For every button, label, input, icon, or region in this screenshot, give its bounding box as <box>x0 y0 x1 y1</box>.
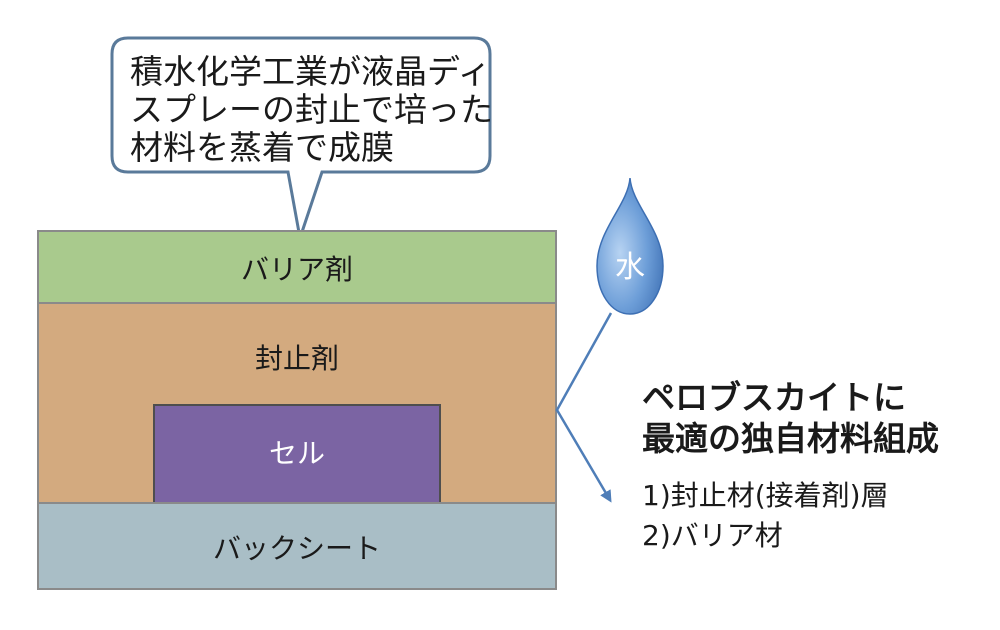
water-drop-icon: 水 <box>596 177 664 315</box>
callout-line-2: スプレーの封止で培った <box>130 90 493 129</box>
backsheet-layer <box>37 502 557 590</box>
water-drop-label: 水 <box>615 250 645 285</box>
callout-line-3: 材料を蒸着で成膜 <box>130 128 394 167</box>
barrier-layer <box>37 230 557 304</box>
backsheet-layer-label: バックシート <box>213 532 381 565</box>
note-item-2: 2)バリア材 <box>642 519 783 552</box>
material-note: ペロブスカイトに 最適の独自材料組成 1)封止材(接着剤)層 2)バリア材 <box>642 378 939 552</box>
water-path-arrow <box>555 312 613 503</box>
note-item-1: 1)封止材(接着剤)層 <box>642 479 889 512</box>
layer-stack: バリア剤 封止剤 セル バックシート <box>37 230 557 590</box>
sealant-layer-label: 封止剤 <box>255 342 339 375</box>
callout-line-1: 積水化学工業が液晶ディ <box>130 52 491 91</box>
barrier-layer-label: バリア剤 <box>241 253 353 286</box>
callout-bubble: 積水化学工業が液晶ディ スプレーの封止で培った 材料を蒸着で成膜 <box>110 36 493 239</box>
note-title-line-1: ペロブスカイトに <box>642 378 906 417</box>
cell-layer <box>153 404 441 504</box>
cell-layer-label: セル <box>269 437 325 470</box>
note-title-line-2: 最適の独自材料組成 <box>642 419 939 458</box>
